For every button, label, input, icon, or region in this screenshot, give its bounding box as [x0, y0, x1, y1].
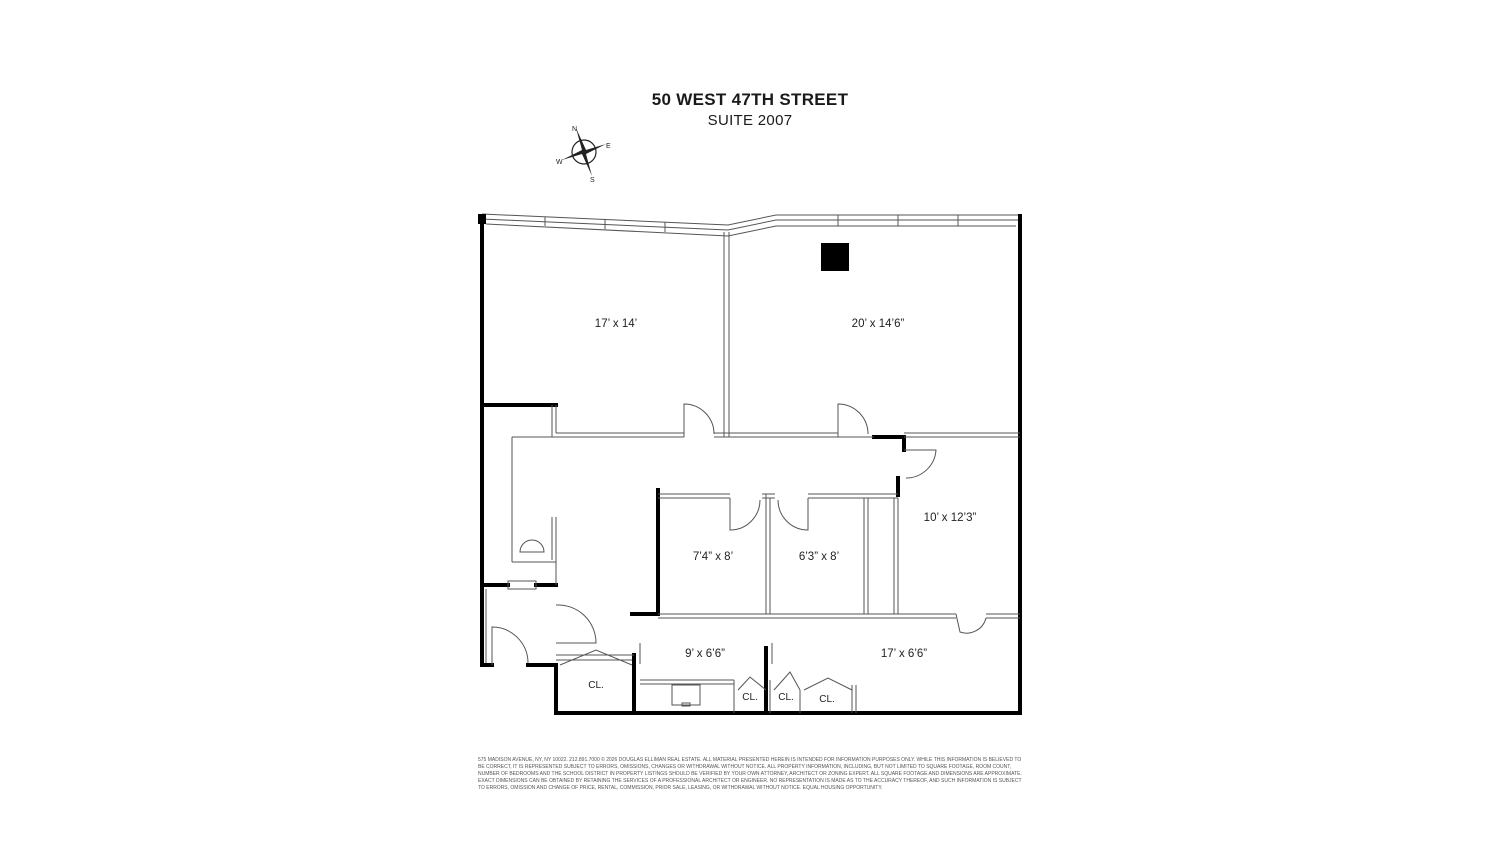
room-dimension-label: 17’ x 6’6” [881, 648, 927, 660]
compass-west-label: W [556, 159, 563, 166]
floorplan-title: 50 WEST 47TH STREET [651, 90, 849, 109]
exterior-walls [478, 214, 1022, 715]
closet-label: CL. [742, 692, 758, 703]
closet-label: CL. [819, 694, 835, 705]
closet-label: CL. [778, 692, 794, 703]
room-dimension-label: 20’ x 14’6” [852, 318, 905, 330]
room-dimension-label: 7’4” x 8’ [693, 551, 733, 563]
room-dimension-label: 9’ x 6’6” [685, 648, 725, 660]
column [821, 243, 849, 271]
window-wall [481, 213, 1020, 237]
compass-north-label: N [572, 126, 577, 133]
doors [491, 403, 987, 691]
floorplan-subtitle: SUITE 2007 [707, 112, 793, 129]
interior-walls [485, 232, 1020, 713]
room-dimension-label: 6’3” x 8’ [799, 551, 839, 563]
closet-label: CL. [588, 680, 604, 691]
compass-south-label: S [590, 177, 595, 184]
compass-icon: N E S W [556, 126, 611, 184]
room-dimension-label: 17’ x 14’ [595, 318, 637, 330]
legal-disclaimer: 575 MADISON AVENUE, NY, NY 10022. 212.89… [478, 757, 1022, 791]
compass-east-label: E [606, 143, 611, 150]
room-dimension-label: 10’ x 12’3” [924, 512, 977, 524]
